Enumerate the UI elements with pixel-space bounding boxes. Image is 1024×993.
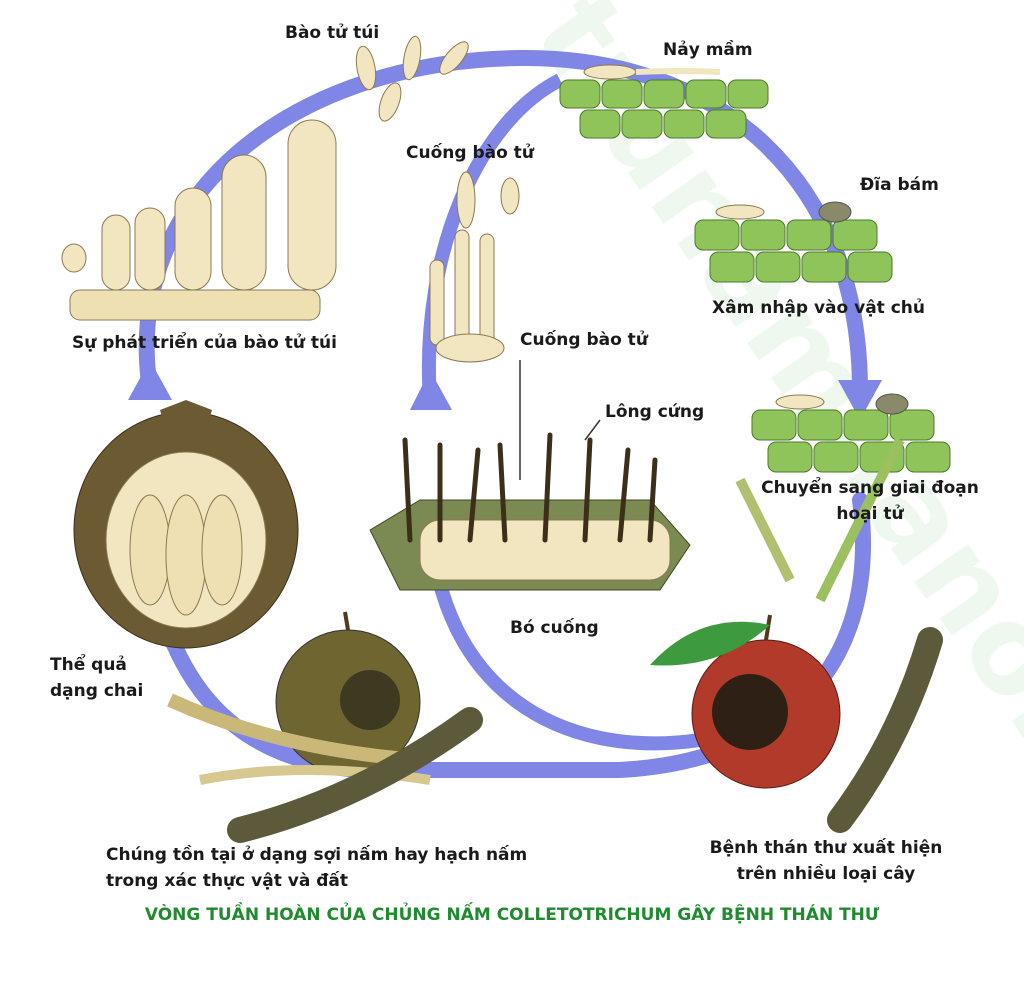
label-appressorium: Đĩa bám	[860, 175, 939, 195]
label-disease-line1: Bệnh thán thư xuất hiện	[709, 838, 943, 858]
diseased-plants-group	[650, 437, 943, 833]
label-acervulus: Bó cuống	[510, 618, 599, 638]
label-perithecium-line1: Thể quả	[50, 655, 127, 675]
label-penetration: Xâm nhập vào vật chủ	[712, 298, 926, 318]
arrowhead-up-left	[128, 360, 172, 400]
ascospores-group	[355, 35, 469, 122]
arrowhead-inner-up	[410, 370, 452, 410]
label-necrotrophic-line1: Chuyển sang giai đoạn	[761, 478, 979, 498]
label-disease-line2: trên nhiều loại cây	[736, 864, 916, 884]
germination-cells	[559, 64, 769, 139]
label-necrotrophic-line2: hoại tử	[836, 504, 904, 524]
label-ascospores: Bào tử túi	[285, 23, 380, 43]
label-perithecium: Thể quả dạng chai	[50, 652, 143, 704]
label-necrotrophic: Chuyển sang giai đoạn hoại tử	[745, 475, 995, 527]
label-setae: Lông cứng	[605, 402, 705, 422]
perithecium-group	[73, 400, 299, 649]
asci-group	[61, 119, 337, 321]
appressorium-cells	[694, 201, 893, 283]
label-conidiophore-upper: Cuống bào tử	[406, 143, 534, 163]
lower-cycle-arrow	[142, 492, 871, 778]
necrotrophic-cells	[751, 393, 951, 473]
label-survival-line1: Chúng tồn tại ở dạng sợi nấm hay hạch nấ…	[106, 845, 528, 865]
acervulus-group	[369, 360, 691, 591]
label-perithecium-line2: dạng chai	[50, 681, 144, 701]
label-conidiophore-lower: Cuống bào tử	[520, 330, 648, 350]
label-survival-line2: trong xác thực vật và đất	[106, 871, 348, 891]
label-ascus-development: Sự phát triển của bào tử túi	[72, 333, 337, 353]
lifecycle-artwork	[61, 35, 951, 843]
diagram-canvas: trunamnano.com	[50, 0, 1024, 993]
diagram-caption: VÒNG TUẦN HOÀN CỦA CHỦNG NẤM COLLETOTRIC…	[144, 905, 880, 925]
label-germination: Nảy mầm	[663, 40, 753, 60]
conidiophores-group	[429, 171, 520, 363]
arrowhead-down-right	[838, 380, 882, 420]
infected-debris-group	[167, 611, 483, 843]
label-survival: Chúng tồn tại ở dạng sợi nấm hay hạch nấ…	[106, 842, 527, 894]
label-disease: Bệnh thán thư xuất hiện trên nhiều loại …	[696, 835, 956, 887]
